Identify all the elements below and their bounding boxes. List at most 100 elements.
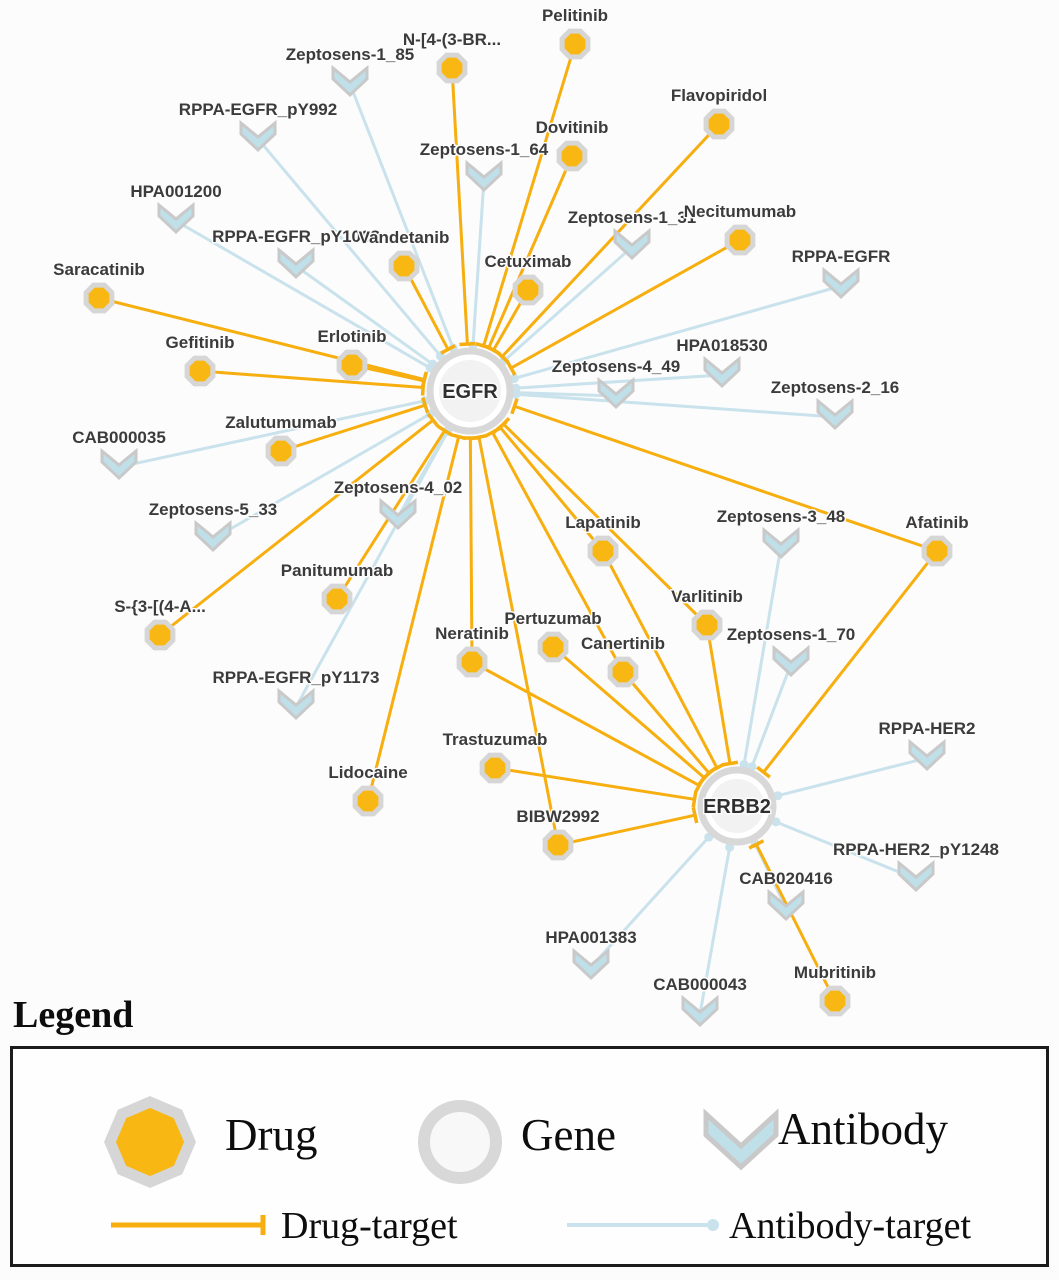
drug-target-edge: [552, 645, 706, 780]
drug-octagon-icon: [542, 829, 574, 861]
edge-endpoint-dot: [511, 389, 521, 399]
drug-node[interactable]: [436, 52, 468, 84]
edge-endpoint-tee: [426, 412, 440, 428]
drug-target-edge: [557, 813, 696, 847]
antibody-node[interactable]: [379, 497, 417, 531]
edge-endpoint-tee: [697, 770, 712, 786]
drug-node[interactable]: [587, 535, 619, 567]
antibody-node[interactable]: [597, 376, 635, 410]
antibody-node[interactable]: [331, 64, 369, 98]
drug-node[interactable]: [542, 829, 574, 861]
antibody-target-edge: [513, 284, 842, 380]
drug-node[interactable]: [83, 282, 115, 314]
antibody-node[interactable]: [277, 246, 315, 280]
drug-node[interactable]: [607, 656, 639, 688]
antibody-node[interactable]: [822, 266, 860, 300]
drug-target-edge: [513, 404, 938, 553]
antibody-node[interactable]: [681, 994, 719, 1028]
drug-node[interactable]: [388, 250, 420, 282]
antibody-target-edge: [775, 820, 917, 881]
edges-layer: [98, 43, 939, 1015]
antibody-chevron-icon: [239, 119, 277, 153]
antibody-chevron-icon: [613, 227, 651, 261]
antibody-node[interactable]: [277, 687, 315, 721]
antibody-chevron-icon: [100, 447, 138, 481]
drug-node[interactable]: [265, 435, 297, 467]
drug-target-edge: [494, 766, 695, 801]
antibody-node[interactable]: [767, 888, 805, 922]
edge-endpoint-tee: [691, 791, 698, 808]
gene-node[interactable]: [426, 347, 514, 435]
antibody-node[interactable]: [194, 519, 232, 553]
drug-label: Gefitinib: [166, 333, 235, 352]
antibody-target-edge: [348, 83, 455, 349]
gene-node[interactable]: [697, 766, 777, 846]
legend-drug-label: Drug: [225, 1110, 318, 1160]
drug-target-edge: [705, 624, 732, 764]
antibody-chevron-icon: [572, 947, 610, 981]
gene-circle-inner: [710, 779, 764, 833]
antibody-target-edge: [589, 836, 710, 969]
antibody-node[interactable]: [157, 201, 195, 235]
drug-node[interactable]: [512, 274, 544, 306]
antibody-chevron-icon: [908, 738, 946, 772]
drug-target-edge: [468, 437, 474, 663]
antibody-node[interactable]: [816, 397, 854, 431]
edge-endpoint-tee: [485, 344, 502, 356]
antibody-target-edge: [742, 545, 783, 765]
drug-target-edge: [502, 422, 709, 627]
drug-label: Flavopiridol: [671, 86, 767, 105]
drug-node[interactable]: [921, 535, 953, 567]
drug-node[interactable]: [456, 646, 488, 678]
antibody-chevron-icon: [816, 397, 854, 431]
drug-octagon-icon: [607, 656, 639, 688]
antibody-node[interactable]: [897, 859, 935, 893]
drug-node[interactable]: [819, 985, 851, 1017]
antibody-target-edge: [515, 391, 617, 398]
drug-node[interactable]: [144, 619, 176, 651]
edge-endpoint-tee: [450, 432, 467, 441]
drug-label: Panitumumab: [281, 561, 393, 580]
edge-endpoint-tee: [756, 765, 771, 779]
antibody-target-edge: [515, 392, 836, 419]
antibody-node[interactable]: [908, 738, 946, 772]
edge-endpoint-tee: [421, 397, 430, 414]
drug-node[interactable]: [336, 349, 368, 381]
drug-target-edge-icon: [111, 1215, 266, 1235]
antibody-node[interactable]: [465, 159, 503, 193]
drug-node[interactable]: [479, 752, 511, 784]
drug-target-edge: [601, 550, 719, 769]
antibody-node[interactable]: [100, 447, 138, 481]
drug-target-edge: [280, 403, 426, 453]
antibody-node[interactable]: [239, 119, 277, 153]
antibody-node[interactable]: [762, 526, 800, 560]
antibody-chevron-icon: [681, 994, 719, 1028]
drug-node[interactable]: [691, 609, 723, 641]
drug-node[interactable]: [703, 108, 735, 140]
drug-label: Cetuximab: [485, 252, 572, 271]
drug-node[interactable]: [321, 583, 353, 615]
antibody-node[interactable]: [703, 355, 741, 389]
drug-octagon-icon: [184, 355, 216, 387]
drug-label: Mubritinib: [794, 963, 876, 982]
drug-node[interactable]: [352, 785, 384, 817]
antibody-label: Zeptosens-1_64: [420, 140, 549, 159]
antibody-label: HPA018530: [676, 336, 767, 355]
drug-label: Neratinib: [435, 624, 509, 643]
drug-node[interactable]: [537, 631, 569, 663]
drug-target-edge: [491, 431, 625, 673]
edge-endpoint-tee: [459, 341, 476, 347]
legend-title: Legend: [13, 994, 134, 1036]
labels-layer: Zeptosens-1_85RPPA-EGFR_pY992Zeptosens-1…: [52, 5, 1001, 996]
drug-label: BIBW2992: [516, 807, 599, 826]
edge-endpoint-tee: [691, 806, 699, 824]
antibody-target-edge: [777, 756, 928, 798]
antibody-node[interactable]: [772, 644, 810, 678]
antibody-node[interactable]: [613, 227, 651, 261]
antibody-node[interactable]: [572, 947, 610, 981]
drug-node[interactable]: [559, 28, 591, 60]
edge-endpoint-tee: [505, 360, 517, 376]
drug-node[interactable]: [724, 224, 756, 256]
drug-node[interactable]: [184, 355, 216, 387]
drug-node[interactable]: [556, 140, 588, 172]
